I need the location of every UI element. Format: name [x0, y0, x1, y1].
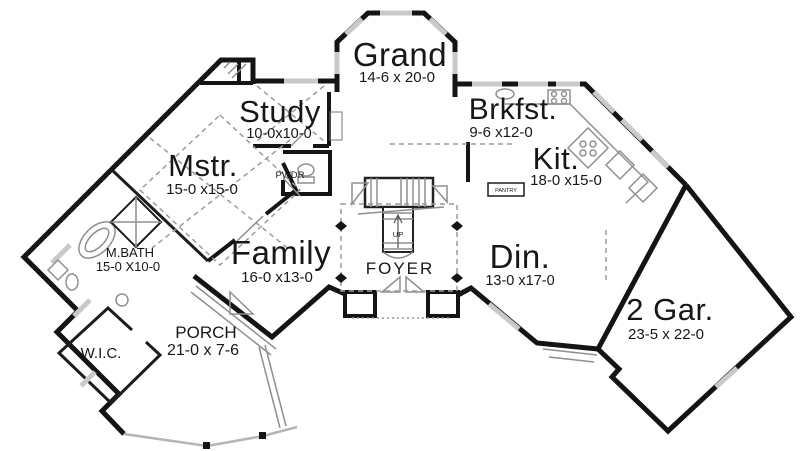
porch-inner-edge [190, 285, 277, 356]
kit-dims: 18-0 x15-0 [530, 172, 602, 189]
entry-portico [343, 275, 460, 319]
stair-rail-line [357, 206, 445, 215]
wic-label: W.I.C. [81, 345, 122, 362]
porch-end-steps [258, 344, 287, 429]
stair-up-label: UP [393, 230, 403, 239]
garage-window [714, 366, 739, 389]
foyer-two-story-dash [340, 203, 458, 292]
burner [550, 90, 558, 98]
kit-label: Kit. [533, 141, 580, 176]
room-labels: Grand 14-6 x 20-0 Study 10-0x10-0 Brkfst… [81, 36, 714, 362]
brkfst-dims: 9-6 x12-0 [469, 124, 532, 141]
porch-door-swing [229, 290, 255, 315]
family-label: Family [231, 234, 331, 271]
grand-label: Grand [353, 36, 447, 73]
porch-label: PORCH [175, 323, 236, 342]
study-door-swing [290, 132, 305, 147]
dining-front-wall [456, 284, 599, 352]
garage-stoop-steps [542, 348, 598, 363]
powder-room-walls [281, 150, 332, 196]
shower [46, 258, 70, 282]
stair-landing [363, 176, 435, 209]
mstr-label: Mstr. [168, 148, 238, 183]
powder-door-swing [282, 177, 301, 197]
garage-dims: 23-5 x 22-0 [628, 326, 704, 343]
porch-post [203, 442, 210, 449]
master-tray-ceiling-dash [138, 113, 302, 267]
family-walls [192, 274, 347, 341]
closet-hatch [223, 61, 247, 79]
family-dims: 16-0 x13-0 [241, 269, 313, 286]
interior-walls [56, 60, 525, 406]
mstr-dims: 15-0 x15-0 [166, 181, 238, 198]
burner [560, 90, 568, 98]
kitchen-fixtures [495, 88, 659, 204]
laundry-appliances [604, 149, 659, 204]
grand-bay-windows [334, 10, 458, 74]
entry-pier-left [343, 290, 377, 318]
master-tub-inner [84, 227, 110, 253]
island-burner [579, 149, 587, 157]
burner [560, 97, 568, 105]
din-label: Din. [490, 238, 551, 275]
powder-toilet [297, 163, 315, 177]
grand-dims: 14-6 x 20-0 [359, 69, 435, 86]
pwdr-label: PWDR [275, 170, 304, 181]
tub-deck-cross [111, 197, 161, 247]
study-dims: 10-0x10-0 [246, 126, 311, 142]
stair-treads-upper [370, 178, 426, 207]
entry-pier-right [426, 290, 460, 318]
staircase [351, 176, 448, 259]
mbath-label: M.BATH [106, 245, 154, 260]
master-door-swing [236, 215, 264, 242]
dining-window [487, 302, 521, 331]
stair-bottom-curve [382, 251, 414, 259]
bath-fixtures [46, 61, 343, 315]
up-arrow [393, 213, 403, 248]
pantry-closet [487, 182, 525, 197]
porch-dims: 21-0 x 7-6 [167, 342, 239, 359]
din-dims: 13-0 x17-0 [485, 273, 554, 289]
burner [550, 97, 558, 105]
hall-cabinet [329, 111, 343, 141]
study-ceiling-dash [256, 85, 325, 142]
kitchen-diagonal-windows [592, 90, 670, 169]
foyer-label: FOYER [366, 259, 435, 278]
island-burner [579, 140, 587, 148]
counter-edge [505, 103, 650, 204]
ceiling-lines [138, 85, 607, 292]
master-bath-wall [110, 168, 210, 263]
study-label: Study [239, 94, 321, 129]
left-wing-windows [50, 243, 97, 388]
wic-walls [56, 305, 163, 406]
porch-post [259, 432, 266, 439]
powder-toilet-tank [297, 176, 315, 184]
pantry-label: PANTRY [495, 188, 517, 194]
porch-outer-rail [123, 425, 298, 448]
garage-label: 2 Gar. [626, 292, 713, 327]
island-burner [589, 149, 597, 157]
front-door-swings [379, 275, 427, 293]
cooktop [547, 89, 571, 105]
windows [50, 10, 739, 389]
island-burner [589, 140, 597, 148]
porch-details [123, 285, 598, 449]
stair-side-door-swings [351, 182, 448, 207]
kitchen-island [566, 126, 610, 170]
master-toilet [65, 273, 79, 291]
brkfst-label: Brkfst. [469, 93, 558, 126]
kitchen-sink [495, 88, 515, 100]
vanity-sink [115, 293, 129, 307]
mbath-dims: 15-0 X10-0 [96, 259, 160, 274]
